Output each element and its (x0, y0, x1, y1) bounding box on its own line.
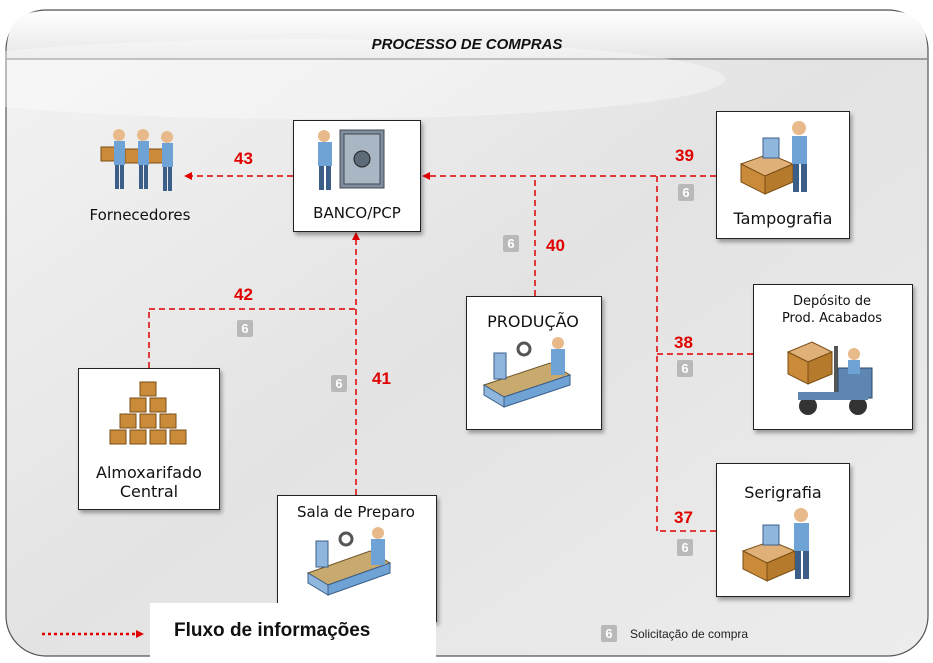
node-producao (466, 296, 602, 430)
node-label-banco: BANCO/PCP (313, 204, 401, 222)
forklift-icon (786, 341, 873, 415)
request-badge: 6 (678, 184, 694, 201)
node-label-tampografia: Tampografia (733, 209, 833, 228)
request-badge: 6 (677, 539, 693, 556)
boxes-stack-icon (109, 381, 187, 445)
legend-request-label: Solicitação de compra (630, 627, 749, 641)
node-label-deposito-1: Depósito de (792, 294, 872, 309)
flow-number-43: 43 (234, 149, 253, 168)
node-label-serigrafia: Serigrafia (744, 483, 822, 502)
screen-printing-icon (741, 508, 809, 582)
node-label-almox-1: Almoxarifado (96, 463, 202, 482)
flow-number-42: 42 (234, 285, 253, 304)
flow-number-41: 41 (372, 369, 391, 388)
request-badge: 6 (237, 320, 253, 337)
node-label-deposito-2: Prod. Acabados (781, 311, 883, 326)
flow-number-38: 38 (674, 333, 693, 352)
flow-number-39: 39 (675, 146, 694, 165)
legend-flow-label: Fluxo de informações (174, 620, 371, 641)
node-label-producao: PRODUÇÃO (487, 312, 579, 331)
suppliers-icon (100, 129, 173, 191)
request-badge: 6 (677, 360, 693, 377)
node-deposito (753, 284, 913, 430)
prep-line-icon (306, 527, 392, 596)
legend-box (150, 603, 436, 663)
safe-icon (318, 129, 385, 190)
diagram-title: PROCESSO DE COMPRAS (371, 35, 563, 53)
worker-packing-icon (739, 121, 807, 195)
flow-number-40: 40 (546, 236, 565, 255)
request-badge: 6 (503, 235, 519, 252)
legend-request-badge: 6 (601, 625, 617, 642)
node-label-almox-2: Central (119, 482, 179, 501)
request-badge: 6 (331, 375, 347, 392)
flow-number-37: 37 (674, 508, 693, 527)
node-label-fornecedores: Fornecedores (89, 206, 191, 224)
production-line-icon (482, 337, 572, 408)
node-label-sala: Sala de Preparo (297, 503, 415, 521)
